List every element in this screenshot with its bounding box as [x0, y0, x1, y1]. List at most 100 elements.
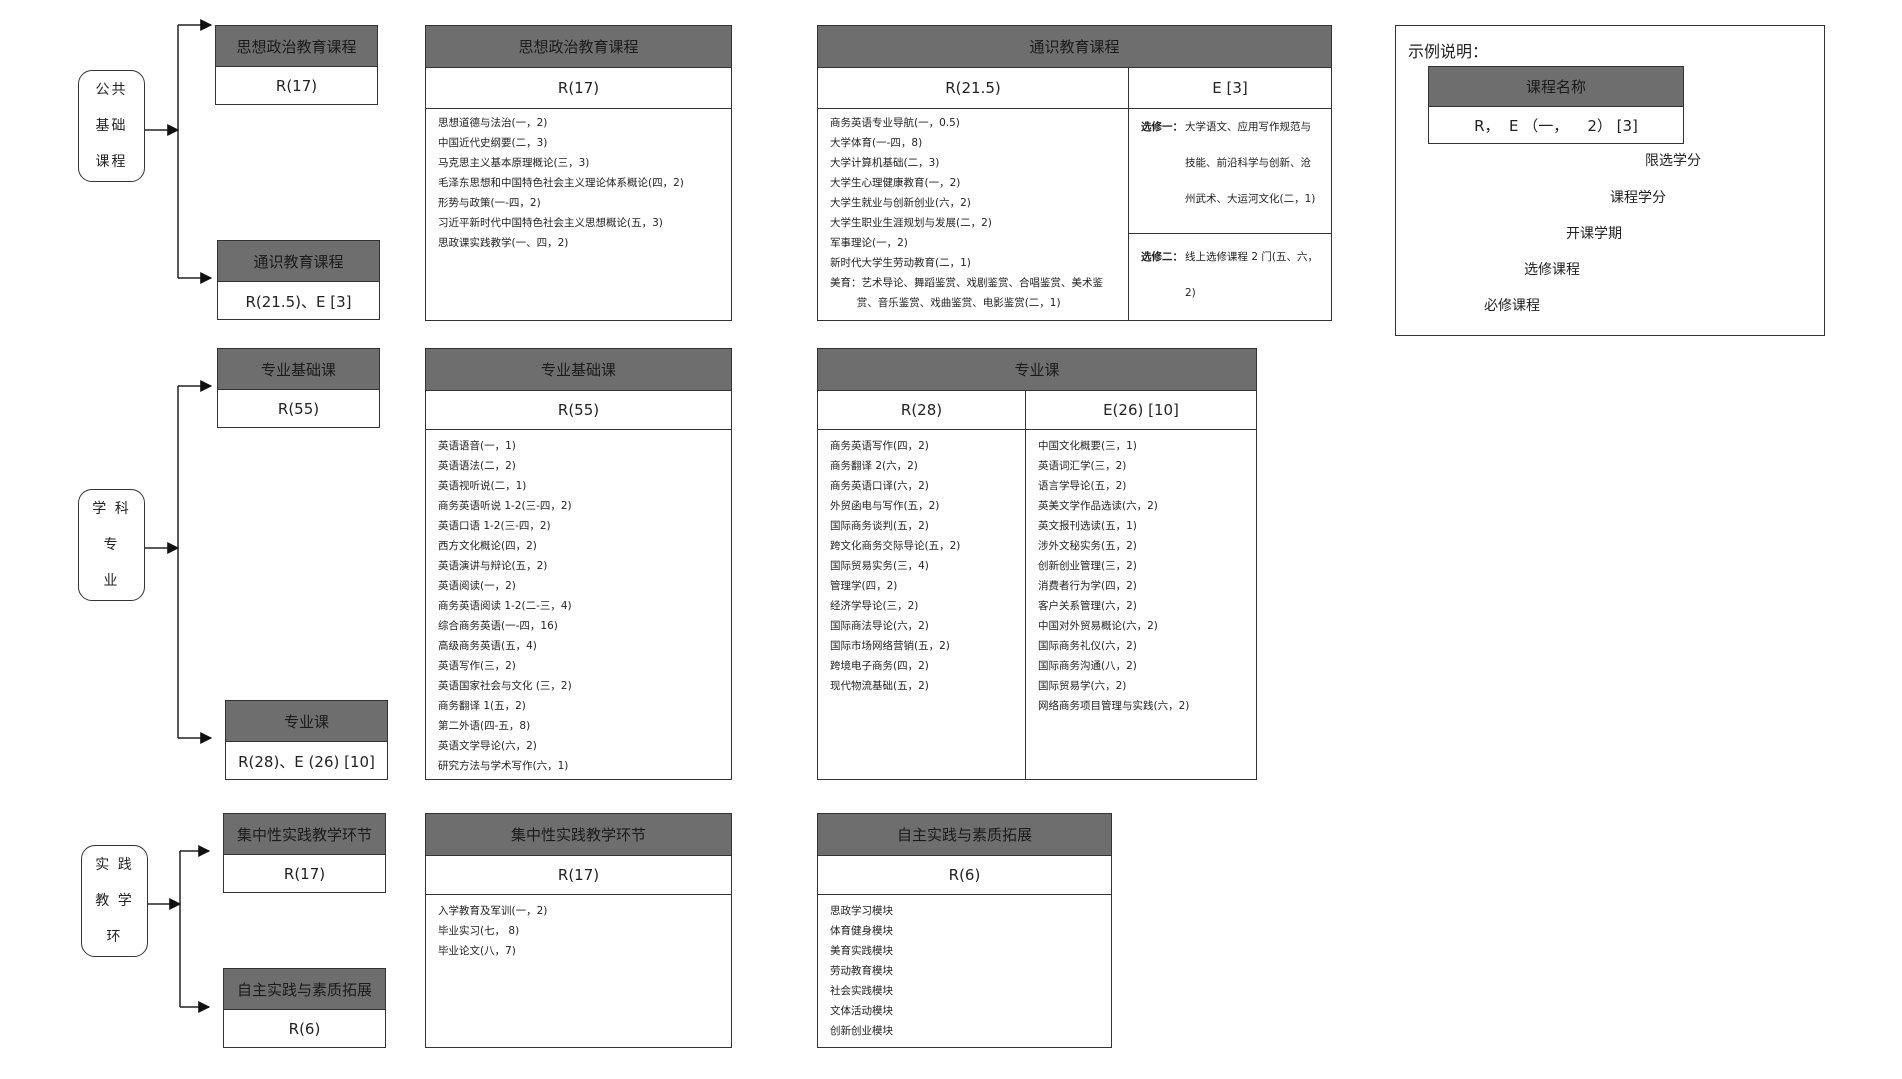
list-item: 国际贸易实务(三，4): [830, 560, 929, 572]
list-item: 大学生心理健康教育(一，2): [830, 177, 961, 189]
list-item: 网络商务项目管理与实践(六，2): [1038, 700, 1190, 712]
list-item: 入学教育及军训(一，2): [438, 905, 548, 917]
small-box-general-title: 通识教育课程: [218, 241, 379, 282]
small-box-major: 专业课 R(28)、E (26) [10]: [225, 700, 388, 780]
list-item: 消费者行为学(四，2): [1038, 580, 1137, 592]
list-item: 国际商务沟通(八，2): [1038, 660, 1137, 672]
list-item: 毕业论文(八，7): [438, 945, 516, 957]
detail-major-required-list: 商务英语写作(四，2)商务翻译 2(六，2)商务英语口译(六，2)外贸函电与写作…: [818, 430, 1025, 780]
list-item: 国际商务谈判(五，2): [830, 520, 929, 532]
list-item: 管理学(四，2): [830, 580, 898, 592]
category-public-line2: 基础: [95, 118, 128, 134]
list-item: 国际市场网络营销(五，2): [830, 640, 950, 652]
detail-ideology-list: 思想道德与法治(一，2) 中国近代史纲要(二，3) 马克思主义基本原理概论(三，3)…: [426, 109, 731, 253]
small-box-major-basic: 专业基础课 R(55): [217, 348, 380, 428]
list-item: 跨境电子商务(四，2): [830, 660, 929, 672]
list-item: 跨文化商务交际导论(五，2): [830, 540, 961, 552]
list-item: 语言学导论(五，2): [1038, 480, 1127, 492]
list-item: 商务英语专业导航(一，0.5): [830, 117, 960, 129]
detail-major-basic: 专业基础课 R(55) 英语语音(一，1)英语语法(二，2)英语视听说(二，1)…: [425, 348, 732, 780]
list-item: 体育健身模块: [830, 925, 893, 937]
list-item: 毛泽东思想和中国特色社会主义理论体系概论(四，2): [438, 177, 684, 189]
list-item: 英语国家社会与文化 (三，2): [438, 680, 572, 692]
detail-general-required-header: R(21.5): [945, 79, 1001, 97]
list-item: 英文报刊选读(五，1): [1038, 520, 1137, 532]
legend-label-elective: 选修课程: [1524, 262, 1580, 278]
category-practice: 实 践 教 学 环: [81, 845, 148, 957]
legend-label-required: 必修课程: [1484, 298, 1540, 314]
category-discipline-line3: 业: [103, 573, 120, 589]
small-box-major-value: R(28)、E (26) [10]: [238, 752, 375, 771]
list-item: 英语演讲与辩论(五，2): [438, 560, 548, 572]
list-item: 国际商务礼仪(六，2): [1038, 640, 1137, 652]
list-item: 创新创业模块: [830, 1025, 893, 1037]
list-item: 英美文学作品选读(六，2): [1038, 500, 1158, 512]
small-box-general-value: R(21.5)、E [3]: [245, 292, 352, 311]
list-item: 外贸函电与写作(五，2): [830, 500, 940, 512]
detail-practice-list: 入学教育及军训(一，2)毕业实习(七， 8)毕业论文(八，7): [426, 895, 731, 961]
list-item: 商务英语听说 1-2(三-四，2): [438, 500, 572, 512]
detail-practice: 集中性实践教学环节 R(17) 入学教育及军训(一，2)毕业实习(七， 8)毕业…: [425, 813, 732, 1048]
category-public: 公共 基础 课程: [78, 70, 145, 182]
small-box-general: 通识教育课程 R(21.5)、E [3]: [217, 240, 380, 320]
small-box-practice-value: R(17): [283, 865, 326, 883]
detail-major-basic-value: R(55): [426, 391, 731, 430]
list-item: 2): [1185, 287, 1196, 299]
list-item: 现代物流基础(五，2): [830, 680, 929, 692]
small-box-ideology-title: 思想政治教育课程: [216, 26, 377, 67]
detail-practice-value: R(17): [426, 856, 731, 895]
detail-major-elective-header: E(26) [10]: [1025, 391, 1256, 429]
list-item: 马克思主义基本原理概论(三，3): [438, 157, 590, 169]
list-item: 中国文化概要(三，1): [1038, 440, 1137, 452]
detail-self-practice-value: R(6): [818, 856, 1111, 895]
list-item: 州武术、大运河文化(二，1): [1185, 193, 1316, 205]
list-item: 思政学习模块: [830, 905, 893, 917]
detail-major-title: 专业课: [818, 349, 1256, 391]
list-item: 英语语音(一，1): [438, 440, 516, 452]
list-item: 军事理论(一，2): [830, 237, 908, 249]
list-item: 新时代大学生劳动教育(二，1): [830, 257, 971, 269]
list-item: 创新创业管理(三，2): [1038, 560, 1137, 572]
elective2-label: 选修二：: [1141, 251, 1183, 263]
list-item: 商务英语写作(四，2): [830, 440, 929, 452]
list-item: 思想道德与法治(一，2): [438, 117, 548, 129]
detail-general-required-list: 商务英语专业导航(一，0.5) 大学体育(一-四，8) 大学计算机基础(二，3) 大学…: [818, 109, 1128, 320]
legend-title: 示例说明：: [1408, 42, 1489, 61]
category-practice-line2: 教 学: [95, 893, 134, 909]
list-item: 大学生就业与创新创业(六，2): [830, 197, 971, 209]
list-item: 经济学导论(三，2): [830, 600, 919, 612]
detail-ideology: 思想政治教育课程 R(17) 思想道德与法治(一，2)中国近代史纲要(二，3)马…: [425, 25, 732, 321]
list-item: 高级商务英语(五，4): [438, 640, 537, 652]
list-item: 劳动教育模块: [830, 965, 893, 977]
list-item: 中国近代史纲要(二，3): [438, 137, 548, 149]
list-item: 第二外语(四-五，8): [438, 720, 531, 732]
list-item: 商务翻译 2(六，2): [830, 460, 918, 472]
category-public-line3: 课程: [95, 154, 128, 170]
detail-self-practice-list: 思政学习模块体育健身模块美育实践模块劳动教育模块社会实践模块文体活动模块创新创业…: [818, 895, 1111, 1041]
list-item: 赏、音乐鉴赏、戏曲鉴赏、电影鉴赏(二，1): [830, 297, 1061, 309]
list-item: 技能、前沿科学与创新、沧: [1185, 157, 1311, 169]
small-box-major-title: 专业课: [226, 701, 387, 742]
list-item: 商务翻译 1(五，2): [438, 700, 526, 712]
list-item: 英语词汇学(三，2): [1038, 460, 1127, 472]
small-box-practice-title: 集中性实践教学环节: [224, 814, 385, 855]
list-item: 大学生职业生涯规划与发展(二，2): [830, 217, 992, 229]
detail-ideology-title: 思想政治教育课程: [426, 26, 731, 68]
list-item: 思政课实践教学(一、四，2): [438, 237, 569, 249]
list-item: 大学体育(一-四，8): [830, 137, 923, 149]
list-item: 英语口语 1-2(三-四，2): [438, 520, 551, 532]
detail-general-elective-header: E [3]: [1128, 68, 1331, 108]
detail-major-basic-title: 专业基础课: [426, 349, 731, 391]
category-practice-line3: 环: [106, 929, 123, 945]
small-box-major-basic-value: R(55): [277, 400, 320, 418]
list-item: 线上选修课程 2 门(五、六，: [1185, 251, 1318, 263]
detail-general-elective1: 选修一： 大学语文、应用写作规范与技能、前沿科学与创新、沧州武术、大运河文化(二…: [1129, 109, 1331, 234]
list-item: 英语文学导论(六，2): [438, 740, 537, 752]
list-item: 文体活动模块: [830, 1005, 893, 1017]
list-item: 形势与政策(一-四，2): [438, 197, 541, 209]
list-item: 大学计算机基础(二，3): [830, 157, 940, 169]
list-item: 中国对外贸易概论(六，2): [1038, 620, 1158, 632]
category-practice-line1: 实 践: [95, 857, 134, 873]
list-item: 大学语文、应用写作规范与: [1185, 121, 1311, 133]
detail-self-practice-title: 自主实践与素质拓展: [818, 814, 1111, 856]
